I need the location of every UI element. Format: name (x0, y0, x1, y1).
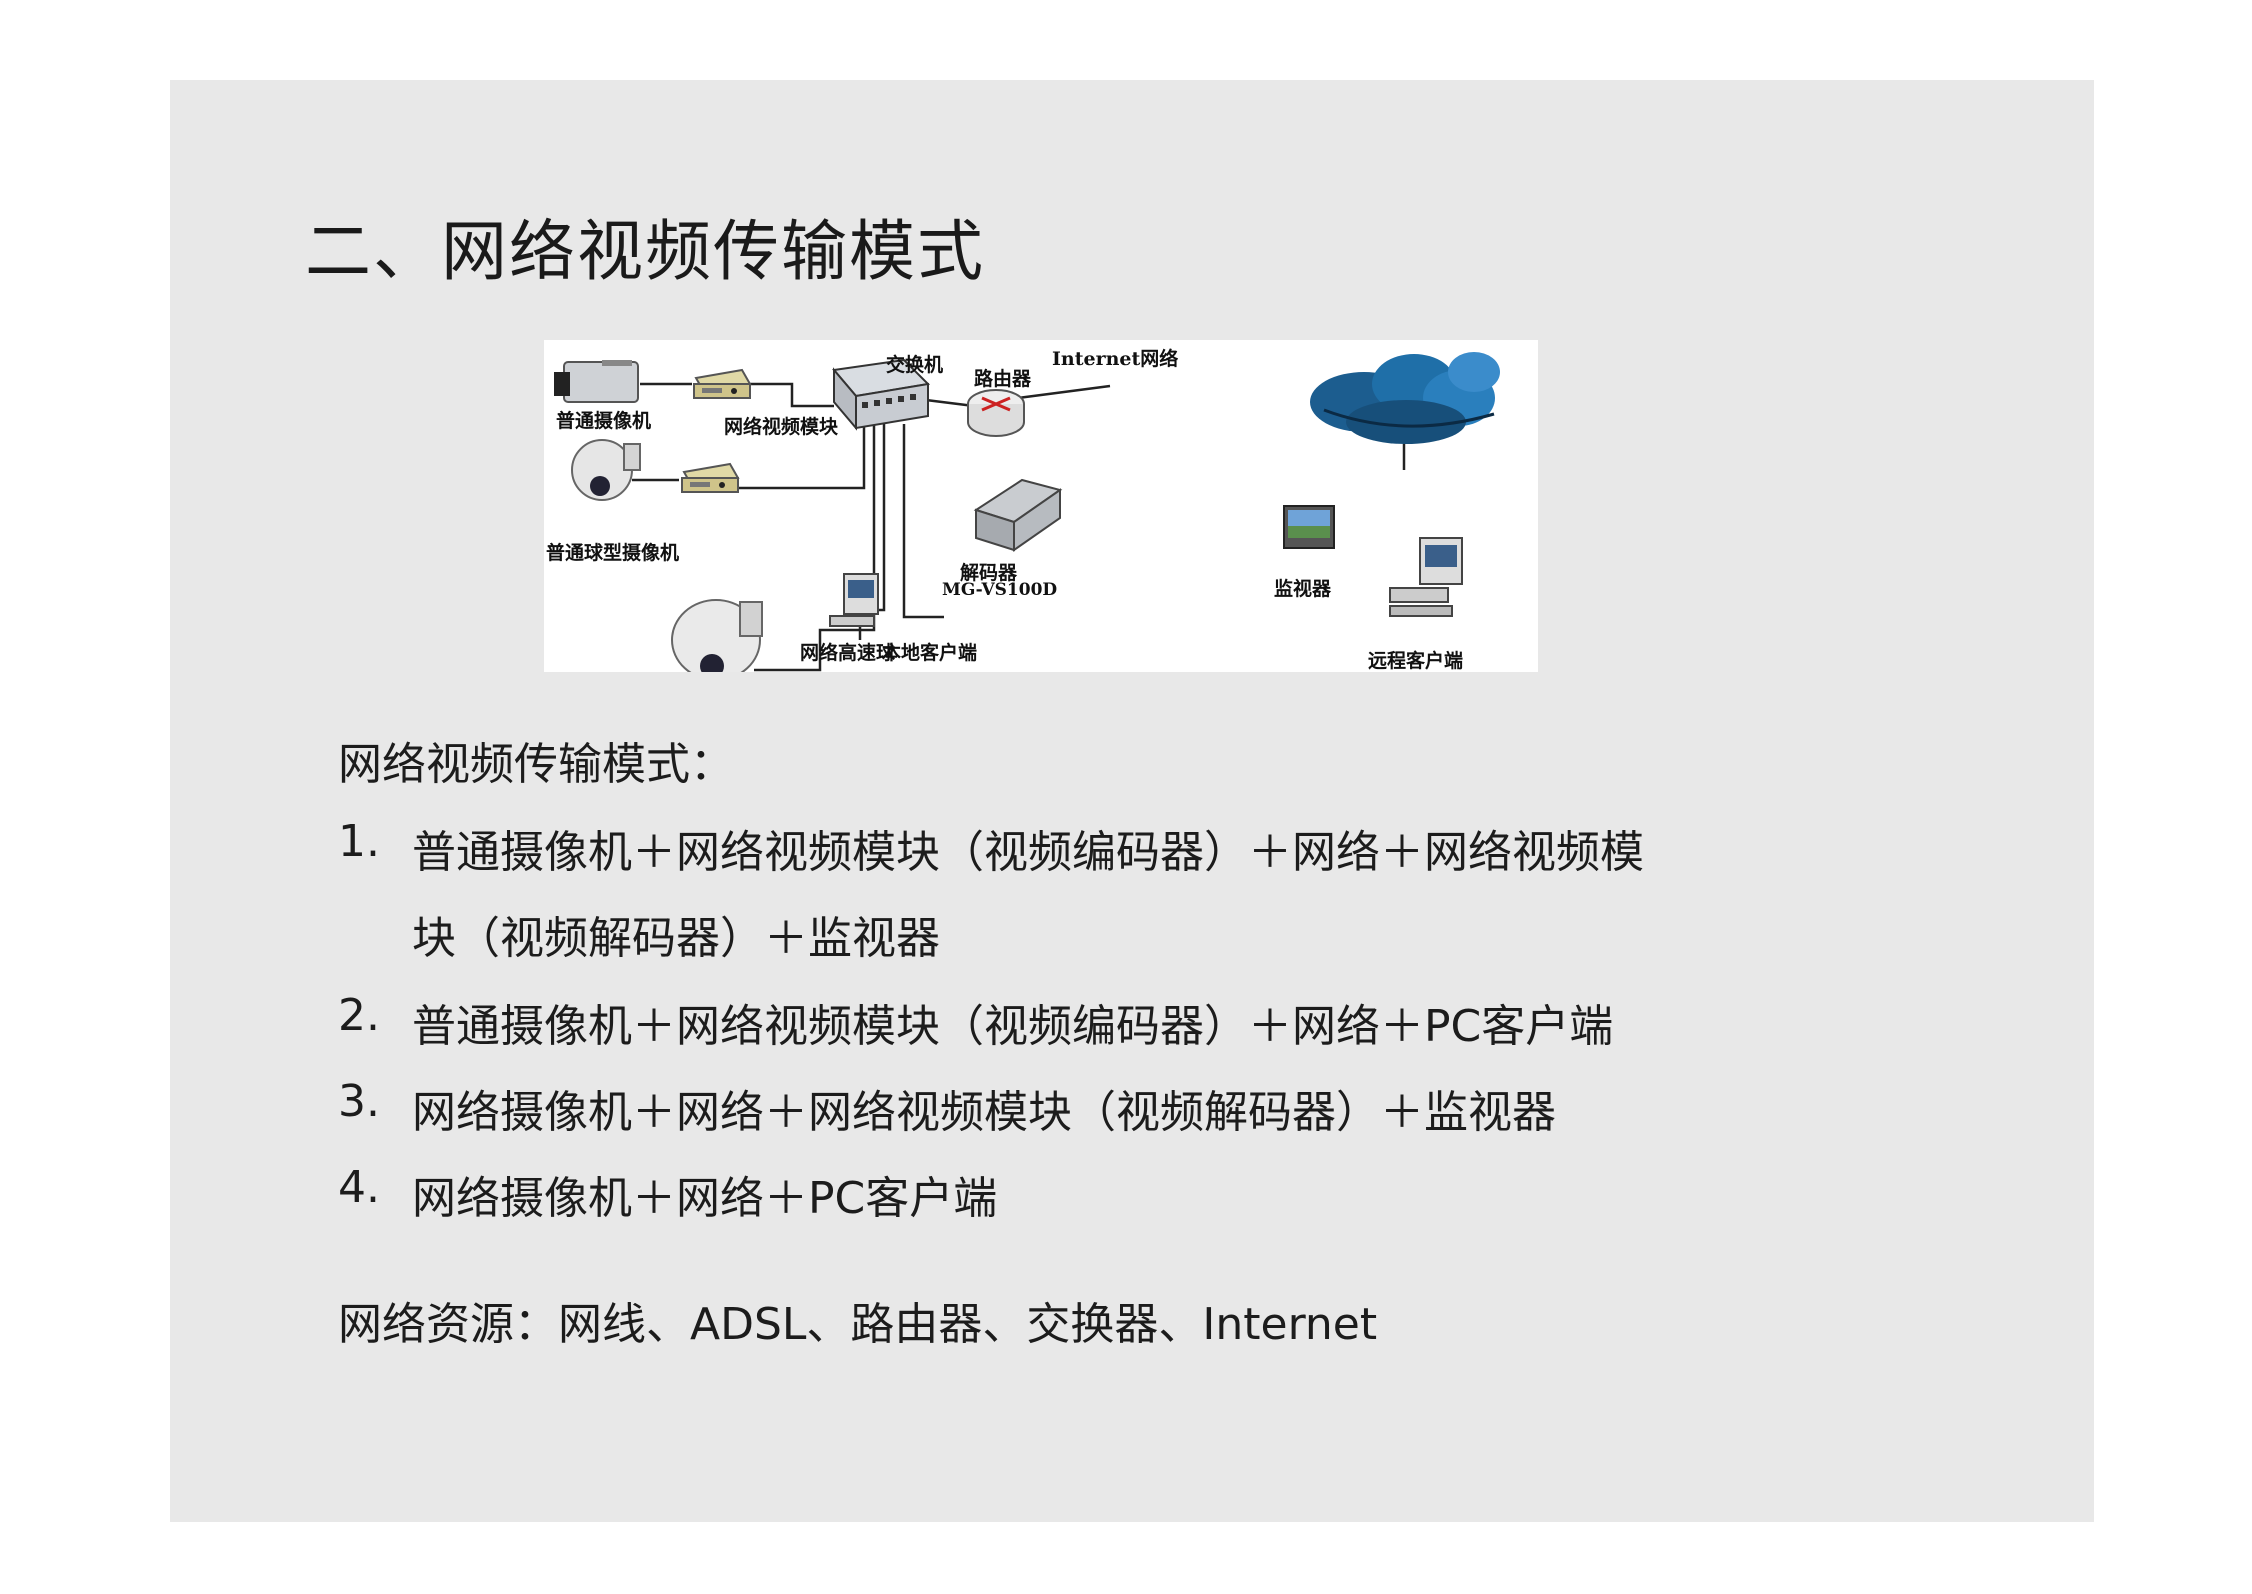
label-router: 路由器 (974, 368, 1032, 390)
label-local-client: 本地客户端 (882, 642, 978, 664)
label-camera: 普通摄像机 (556, 410, 652, 432)
label-speed-dome: 网络高速球 (800, 642, 896, 664)
item-text: 块（视频解码器）＋监视器 (412, 913, 940, 964)
speed-dome-icon (671, 599, 763, 672)
module-icon (693, 368, 752, 399)
diagram-graphics (554, 352, 1500, 672)
slide: 二、网络视频传输模式 (170, 80, 2094, 1522)
decoder-icon (973, 478, 1063, 552)
network-diagram: 普通摄像机 网络视频模块 普通球型摄像机 网络高速球 交换机 路由器 Inter… (544, 340, 1538, 672)
label-internet: Internet网络 (1052, 348, 1179, 370)
camera-icon (554, 360, 639, 403)
dome-camera-icon (571, 439, 641, 501)
item-text: 网络摄像机＋网络＋PC客户端 (412, 1173, 998, 1224)
item-text: 网络摄像机＋网络＋网络视频模块（视频解码器）＋监视器 (412, 1087, 1556, 1138)
label-module: 网络视频模块 (724, 416, 839, 438)
item-number: 4. (338, 1162, 380, 1213)
item-text: 普通摄像机＋网络视频模块（视频编码器）＋网络＋网络视频模 (412, 827, 1644, 878)
local-client-icon (829, 573, 879, 627)
remote-client-icon (1389, 537, 1463, 617)
label-decoder-model: MG-VS100D (942, 580, 1058, 600)
router-icon (967, 389, 1025, 437)
item-number: 1. (338, 816, 380, 867)
item-number: 2. (338, 990, 380, 1041)
monitor-icon (1283, 505, 1335, 549)
label-dome: 普通球型摄像机 (546, 542, 680, 564)
slide-title: 二、网络视频传输模式 (305, 213, 985, 290)
label-monitor: 监视器 (1274, 578, 1332, 600)
item-number: 3. (338, 1076, 380, 1127)
intro-text: 网络视频传输模式： (338, 739, 734, 790)
label-decoder: 解码器 (960, 562, 1018, 584)
switch-icon (832, 358, 931, 431)
label-switch: 交换机 (886, 354, 944, 376)
label-remote-client: 远程客户端 (1368, 650, 1464, 672)
resources-text: 网络资源：网线、ADSL、路由器、交换器、Internet (338, 1299, 1378, 1350)
module-icon (681, 462, 740, 493)
item-text: 普通摄像机＋网络视频模块（视频编码器）＋网络＋PC客户端 (412, 1001, 1614, 1052)
internet-cloud-icon (1310, 352, 1500, 444)
